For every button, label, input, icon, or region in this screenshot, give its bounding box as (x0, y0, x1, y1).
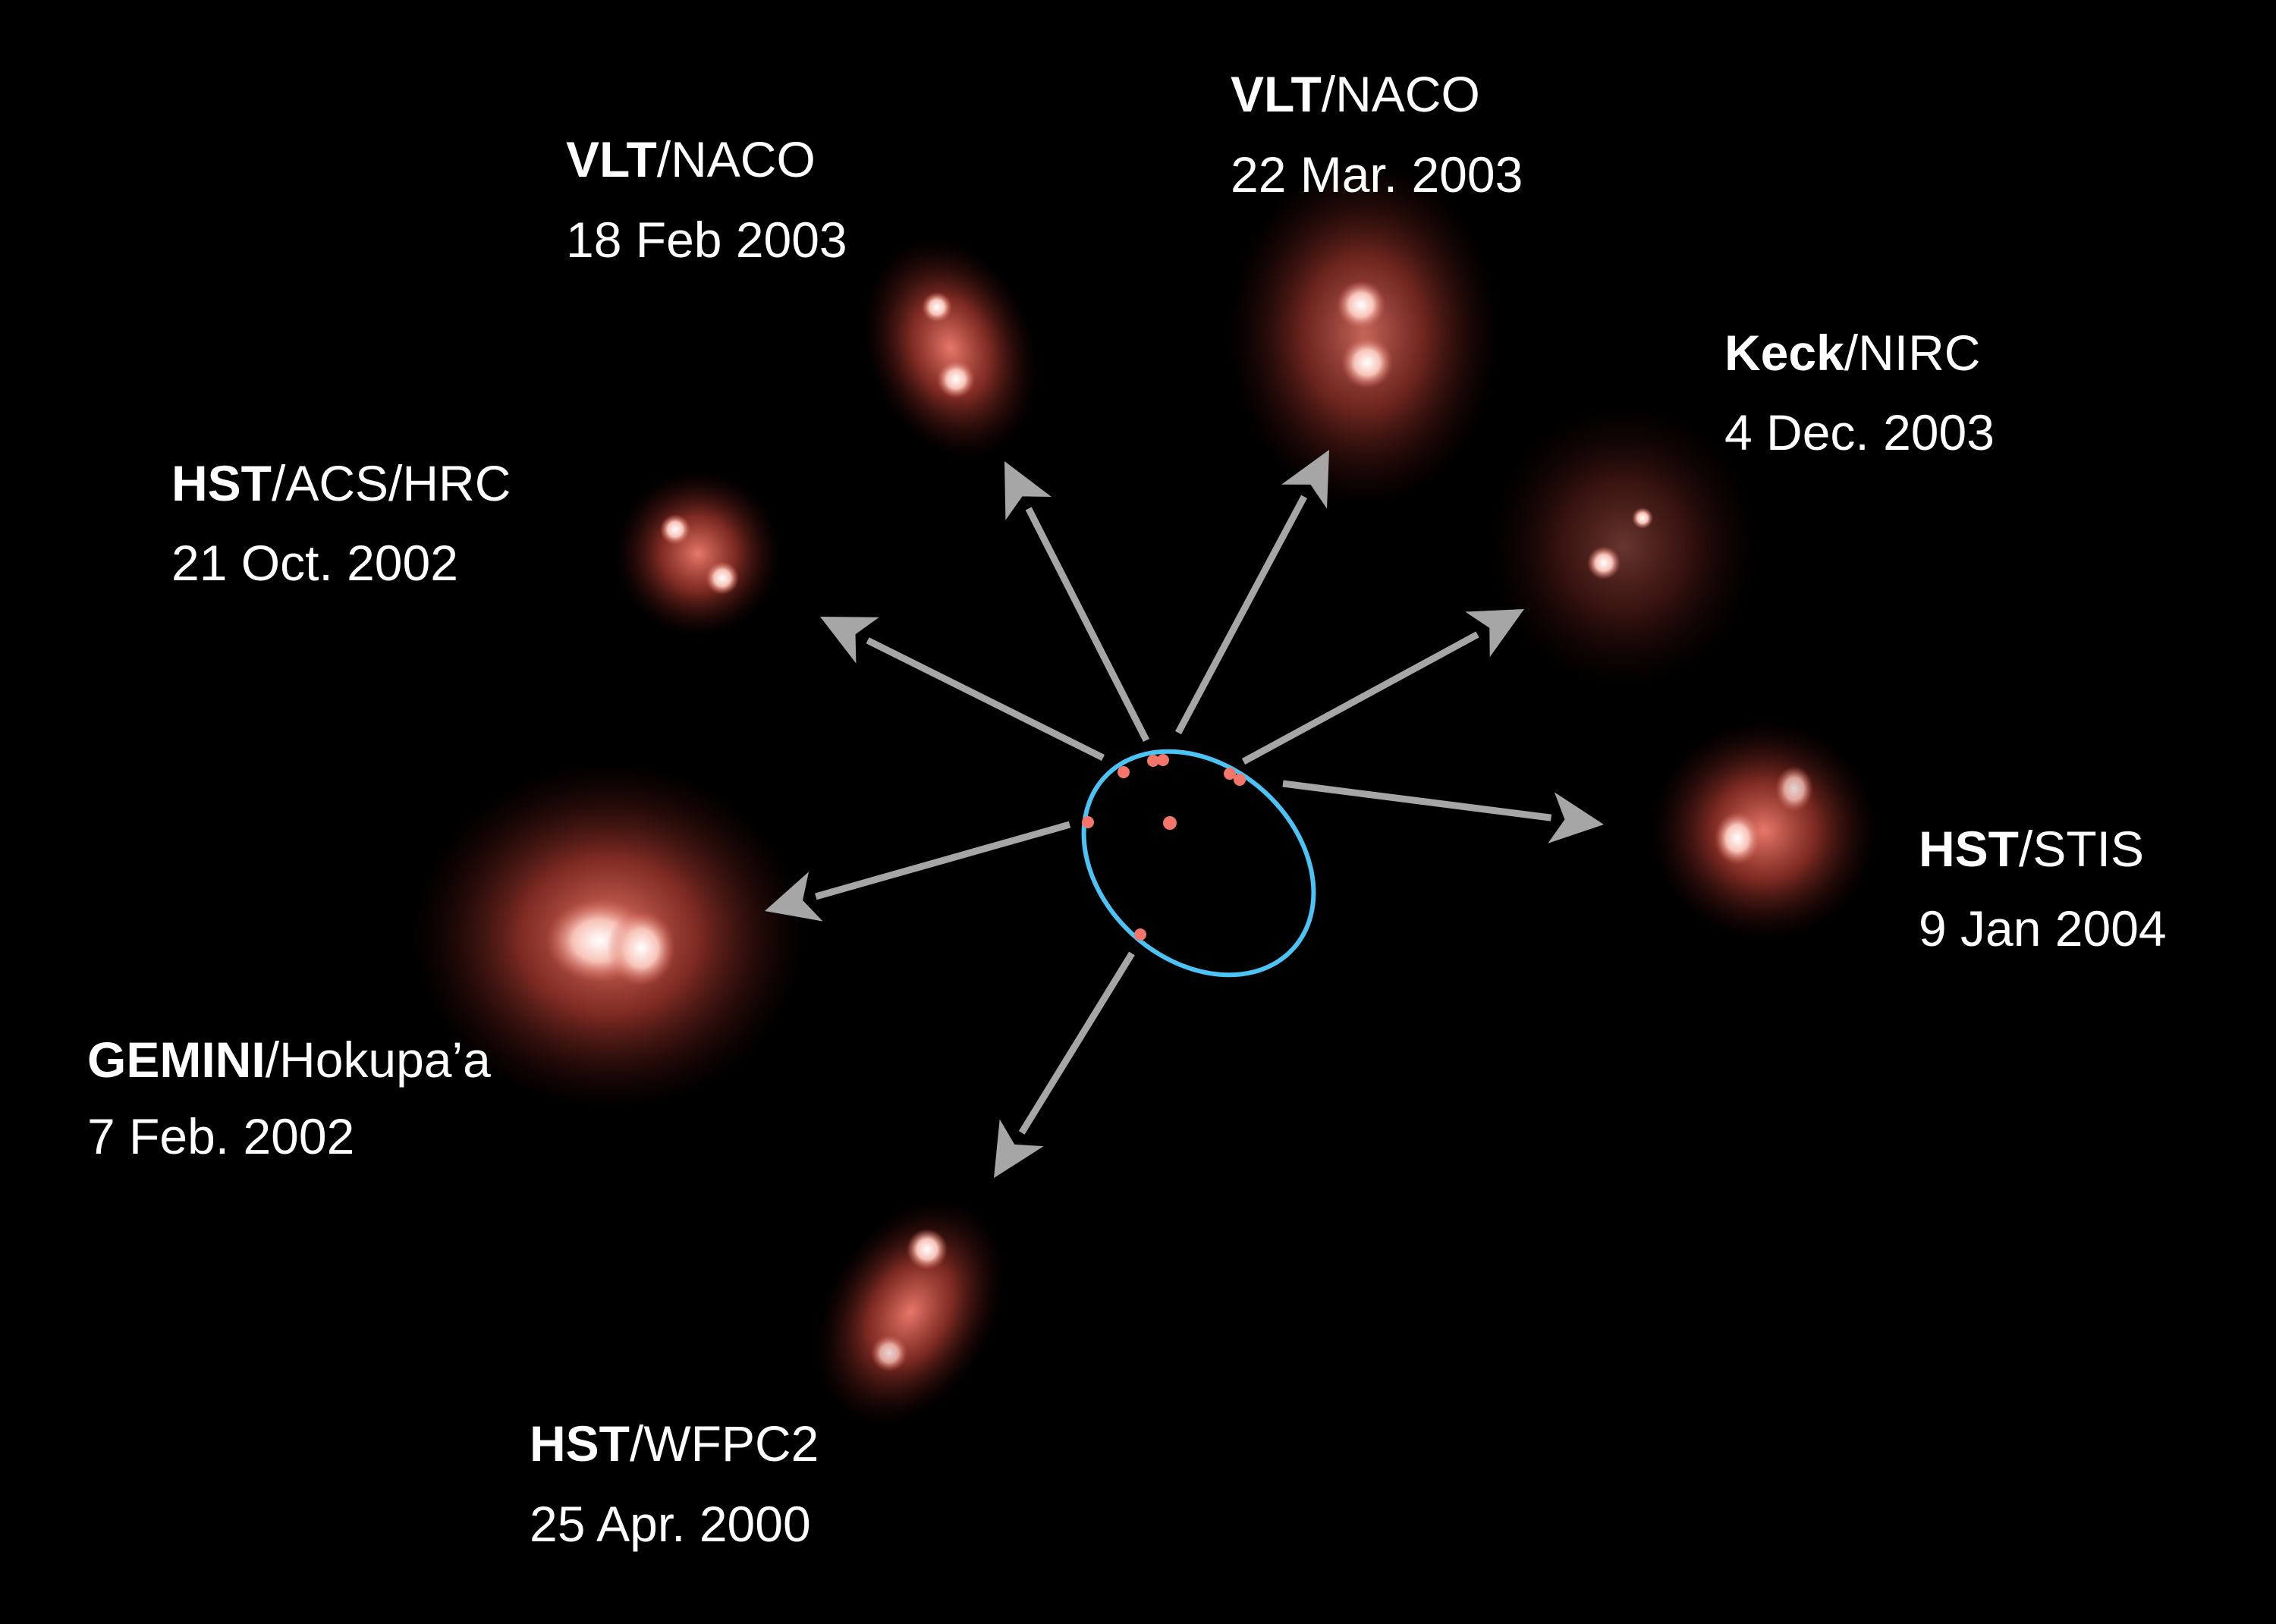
date: 9 Jan 2004 (1919, 900, 2167, 956)
epoch-dot (1118, 766, 1130, 778)
telescope: HST (171, 455, 272, 511)
label-vlt-feb: VLT/NACO 18 Feb 2003 (566, 131, 847, 268)
image-hst-acs-oct-2002 (581, 437, 815, 671)
svg-text:GEMINI/Hokupa’a: GEMINI/Hokupa’a (87, 1032, 491, 1088)
telescope: VLT (566, 131, 657, 187)
epoch-dot (1224, 768, 1236, 780)
image-gemini-feb-2002 (412, 762, 806, 1110)
arrow-shaft (1282, 780, 1552, 821)
epoch-dot (1157, 754, 1169, 766)
instrument: /STIS (2019, 821, 2144, 877)
date: 22 Mar. 2003 (1231, 146, 1523, 203)
date: 7 Feb. 2002 (87, 1108, 354, 1164)
date: 21 Oct. 2002 (171, 535, 458, 591)
arrow-shaft (1018, 951, 1135, 1135)
label-hst-acs: HST/ACS/HRC 21 Oct. 2002 (171, 455, 511, 591)
instrument: /NIRC (1844, 325, 1981, 381)
arrow-head-icon (1465, 609, 1524, 658)
arrow-head-icon (765, 872, 823, 922)
instrument: /ACS/HRC (272, 455, 511, 511)
svg-text:HST/STIS: HST/STIS (1919, 821, 2144, 877)
arrow-head-icon (820, 617, 879, 664)
arrow-shaft (866, 637, 1105, 762)
image-vlt-feb-2003 (863, 237, 1039, 459)
telescope: HST (530, 1415, 630, 1472)
svg-text:VLT/NACO: VLT/NACO (566, 131, 816, 187)
arrow-head-icon (1281, 450, 1329, 509)
telescope: Keck (1724, 325, 1844, 381)
svg-text:HST/WFPC2: HST/WFPC2 (530, 1415, 819, 1472)
instrument: /WFPC2 (630, 1415, 819, 1472)
svg-text:Keck/NIRC: Keck/NIRC (1724, 325, 1980, 381)
image-vlt-mar-2003 (1228, 159, 1501, 508)
orbit-epoch-dots (1082, 754, 1246, 941)
arrow-shaft (1175, 495, 1308, 735)
label-hst-stis: HST/STIS 9 Jan 2004 (1919, 821, 2167, 956)
date: 4 Dec. 2003 (1724, 404, 1995, 460)
date: 18 Feb 2003 (566, 212, 847, 268)
instrument: /NACO (1322, 66, 1480, 122)
svg-text:VLT/NACO: VLT/NACO (1231, 66, 1480, 122)
arrow-shaft (1241, 631, 1479, 765)
orbit-ellipse (1081, 749, 1316, 978)
telescope: VLT (1231, 66, 1322, 122)
arrow-shaft (815, 821, 1071, 900)
instrument: /NACO (657, 131, 816, 187)
epoch-dot (1147, 755, 1159, 767)
epoch-dot (1134, 928, 1146, 941)
telescope: GEMINI (87, 1032, 266, 1088)
image-keck-dec-2003 (1487, 402, 1760, 690)
arrow-shaft (1025, 507, 1150, 743)
arrow-head-icon (1548, 792, 1604, 843)
epoch-dot (1082, 816, 1094, 828)
primary-star-dot (1163, 816, 1177, 830)
label-vlt-mar: VLT/NACO 22 Mar. 2003 (1231, 66, 1523, 203)
telescope: HST (1919, 821, 2019, 877)
epoch-dot (1234, 774, 1246, 786)
svg-text:HST/ACS/HRC: HST/ACS/HRC (171, 455, 511, 511)
label-hst-wfpc2: HST/WFPC2 25 Apr. 2000 (530, 1415, 819, 1552)
date: 25 Apr. 2000 (530, 1496, 811, 1552)
label-keck: Keck/NIRC 4 Dec. 2003 (1724, 325, 1995, 460)
arrows (765, 450, 1604, 1178)
label-gemini: GEMINI/Hokupa’a 7 Feb. 2002 (87, 1032, 491, 1164)
image-hst-stis-jan-2004 (1650, 721, 1878, 941)
arrow-head-icon (994, 1119, 1044, 1178)
image-hst-wfpc2-apr-2000 (777, 1165, 1044, 1459)
arrow-head-icon (1004, 461, 1052, 520)
instrument: /Hokupa’a (266, 1032, 491, 1088)
